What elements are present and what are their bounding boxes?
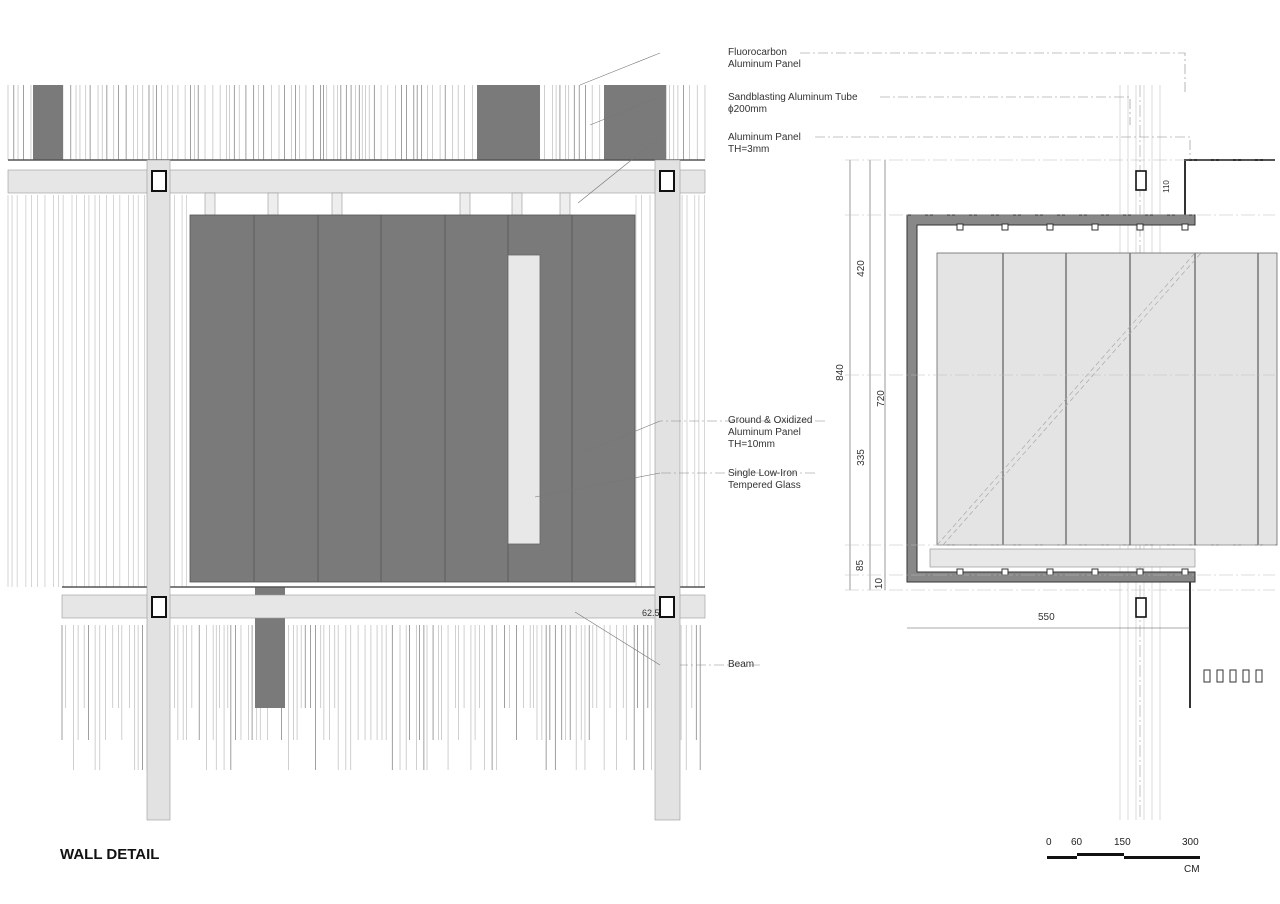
dark-aluminum-panel [33,85,63,160]
anchor [1181,568,1189,576]
label-line: Single Low-Iron [728,468,798,479]
dimension-720: 720 [875,390,887,407]
hanger [204,192,216,216]
anchor [1136,568,1144,576]
railing-post [1229,669,1237,683]
dimension-85: 85 [855,559,867,572]
aluminum-tube [1135,170,1147,191]
hanger [267,192,279,216]
label-line: Aluminum Panel [728,132,801,143]
aluminum-tube [659,170,675,192]
railing-post [1242,669,1250,683]
leader-line [800,52,1186,95]
leader-lines [534,52,1191,666]
label-line: ϕ200mm [728,104,767,115]
anchor [1181,223,1189,231]
hanger [511,192,523,216]
anchor [1046,223,1054,231]
wall-section [845,85,1278,820]
dimension-335: 335 [855,449,867,466]
anchor [1001,223,1009,231]
label-beam: Beam [728,659,754,671]
leader-line [880,96,1131,125]
label-line: Aluminum Panel [728,427,801,438]
label-glass: Single Low-Iron Tempered Glass [728,468,801,492]
scale-tick-60: 60 [1071,837,1083,848]
dimension-110: 110 [1161,180,1171,193]
label-aluminum-tube: Sandblasting Aluminum Tube ϕ200mm [728,92,858,116]
anchor [1136,223,1144,231]
dimension-420: 420 [855,260,867,277]
aluminum-tube [151,596,167,618]
label-fluorocarbon-panel: Fluorocarbon Aluminum Panel [728,47,801,71]
section-frame [906,214,1196,583]
leader-line [577,136,661,204]
anchor [1091,568,1099,576]
leader-line [815,136,1191,160]
label-line: Sandblasting Aluminum Tube [728,92,858,103]
dimension-840: 840 [834,364,846,381]
aluminum-tube [659,596,675,618]
oxidized-aluminum-panel [189,214,636,583]
label-line: Aluminum Panel [728,59,801,70]
aluminum-tube [151,170,167,192]
railing-post [1255,669,1263,683]
hanger [559,192,571,216]
bottom-deck [929,548,1196,568]
dimension-62-5: 62.5 [642,608,660,618]
aluminum-tube [1135,597,1147,618]
hanger [459,192,471,216]
dimension-10: 10 [874,577,886,590]
leader-line [589,96,661,126]
scale-tick-150: 150 [1114,837,1131,848]
scale-tick-0: 0 [1046,837,1052,848]
label-line: Tempered Glass [728,480,801,491]
bottom-beam [61,594,706,619]
scale-tick-300: 300 [1182,837,1199,848]
dimension-550: 550 [1038,612,1055,623]
leader-line [579,52,661,86]
label-line: TH=10mm [728,439,775,450]
scale-bar [1047,853,1200,859]
label-line: Beam [728,659,755,670]
label-line: Ground & Oxidized [728,415,813,426]
tempered-glass [936,252,1278,546]
anchor [1001,568,1009,576]
anchor [1046,568,1054,576]
leader-line [574,611,661,666]
label-aluminum-panel: Aluminum Panel TH=3mm [728,132,801,156]
railing-post [1203,669,1211,683]
drawing-title: WALL DETAIL [60,846,160,863]
diagonal [942,252,1202,546]
dark-aluminum-panel [477,85,540,160]
anchor [956,223,964,231]
column [146,159,171,821]
glass-slot [507,254,541,545]
label-oxidized-panel: Ground & Oxidized Aluminum Panel TH=10mm [728,415,813,451]
leader-line [584,420,661,453]
leader-line [534,472,661,498]
label-line: TH=3mm [728,144,770,155]
anchor [956,568,964,576]
railing-post [1216,669,1224,683]
label-line: Fluorocarbon [728,47,787,58]
column [654,159,681,821]
scale-unit: CM [1184,864,1200,875]
wall-elevation [7,85,706,821]
dark-aluminum-panel [604,85,666,160]
anchor [1091,223,1099,231]
hanger [331,192,343,216]
diagonal [936,252,1196,546]
top-beam [7,169,706,194]
